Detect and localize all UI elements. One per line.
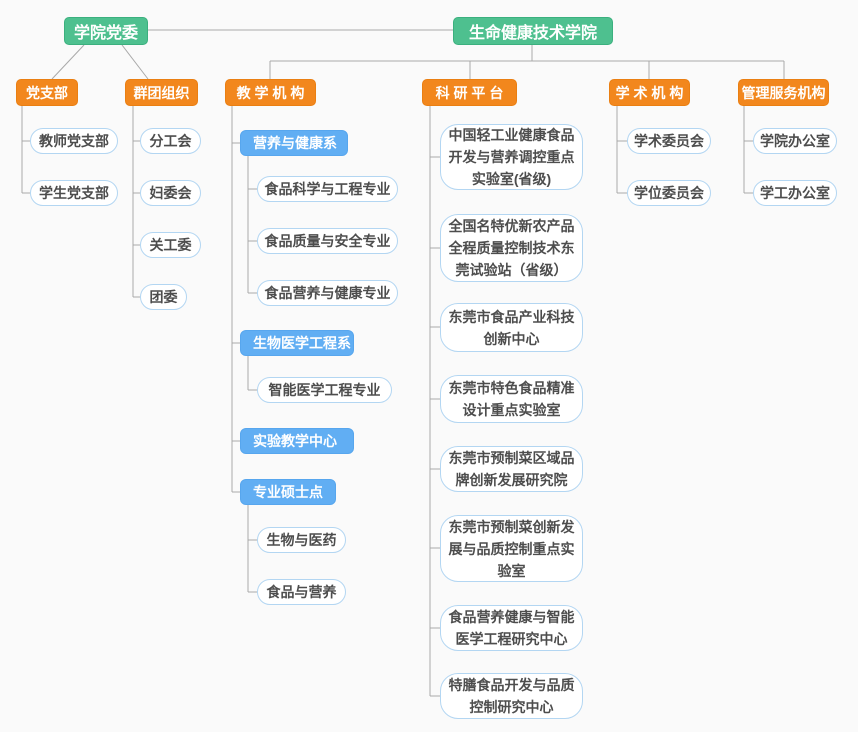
node-platform-light-industry-lab[interactable]: 中国轻工业健康食品开发与营养调控重点实验室(省级) <box>440 124 583 190</box>
node-biomed-engineering-dept[interactable]: 生物医学工程系 <box>240 330 354 356</box>
node-platform-prepared-food-quality-lab[interactable]: 东莞市预制菜创新发展与品质控制重点实验室 <box>440 515 583 582</box>
node-platform-nutrition-medical-center[interactable]: 食品营养健康与智能医学工程研究中心 <box>440 605 583 651</box>
node-program-biology-medicine[interactable]: 生物与医药 <box>257 527 346 553</box>
node-academic-orgs[interactable]: 学 术 机 构 <box>609 79 690 106</box>
node-major-food-nutrition[interactable]: 食品营养与健康专业 <box>257 280 398 306</box>
node-major-intelligent-medical[interactable]: 智能医学工程专业 <box>257 377 392 403</box>
node-platform-special-food-lab[interactable]: 东莞市特色食品精准设计重点实验室 <box>440 375 583 423</box>
node-research-platforms[interactable]: 科 研 平 台 <box>422 79 517 106</box>
node-women-committee[interactable]: 妇委会 <box>140 180 201 206</box>
node-teacher-party-branch[interactable]: 教师党支部 <box>30 128 118 154</box>
node-platform-dietary-food-center[interactable]: 特膳食品开发与品质控制研究中心 <box>440 673 583 719</box>
node-nutrition-health-dept[interactable]: 营养与健康系 <box>240 130 348 156</box>
node-teaching-orgs[interactable]: 教 学 机 构 <box>225 79 316 106</box>
node-party-branch[interactable]: 党支部 <box>16 79 78 106</box>
node-care-committee[interactable]: 关工委 <box>140 232 201 258</box>
node-platform-food-industry-center[interactable]: 东莞市食品产业科技创新中心 <box>440 303 583 352</box>
node-youth-league[interactable]: 团委 <box>140 284 187 310</box>
node-student-party-branch[interactable]: 学生党支部 <box>30 180 118 206</box>
node-experimental-teaching-center[interactable]: 实验教学中心 <box>240 428 354 454</box>
node-college-root[interactable]: 生命健康技术学院 <box>453 17 613 45</box>
node-program-food-nutrition[interactable]: 食品与营养 <box>257 579 346 605</box>
node-admin-service-orgs[interactable]: 管理服务机构 <box>738 79 829 106</box>
node-party-committee[interactable]: 学院党委 <box>64 17 148 45</box>
node-academic-committee[interactable]: 学术委员会 <box>627 128 711 154</box>
node-student-affairs-office[interactable]: 学工办公室 <box>753 180 837 206</box>
node-major-food-quality[interactable]: 食品质量与安全专业 <box>257 228 398 254</box>
node-major-food-science[interactable]: 食品科学与工程专业 <box>257 176 398 202</box>
node-platform-prepared-food-brand-institute[interactable]: 东莞市预制菜区域品牌创新发展研究院 <box>440 446 583 492</box>
node-mass-org[interactable]: 群团组织 <box>125 79 198 106</box>
node-labor-union[interactable]: 分工会 <box>140 128 201 154</box>
node-degree-committee[interactable]: 学位委员会 <box>627 180 711 206</box>
node-platform-agri-quality-station[interactable]: 全国名特优新农产品全程质量控制技术东莞试验站（省级） <box>440 214 583 282</box>
node-college-office[interactable]: 学院办公室 <box>753 128 837 154</box>
node-professional-masters[interactable]: 专业硕士点 <box>240 479 336 505</box>
